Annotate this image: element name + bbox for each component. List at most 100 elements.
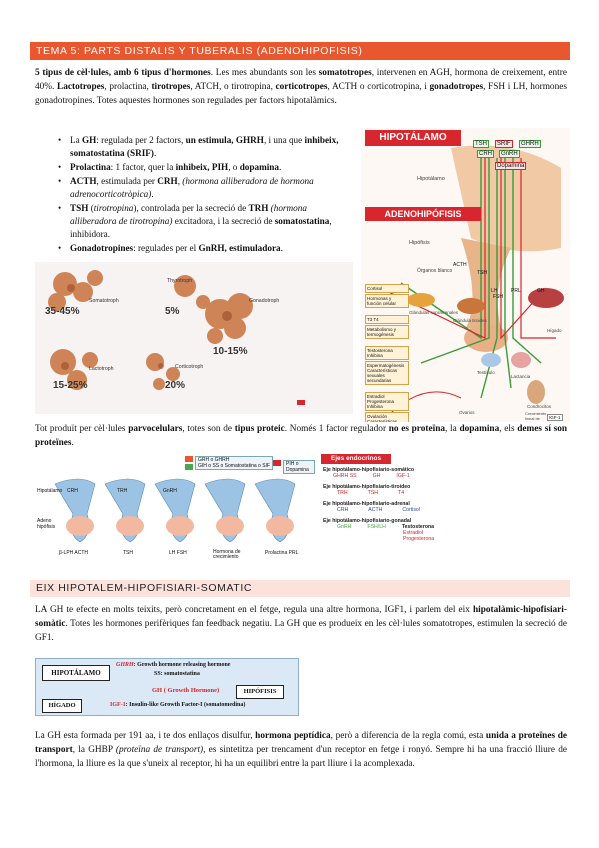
- legend-pih: PIH o Dopamina: [283, 460, 315, 474]
- axis-value: GH: [372, 473, 381, 479]
- label-somatotroph: Somatotroph: [89, 298, 119, 304]
- intro-text: , FSH i LH, hormones gonadotropines. Tot…: [35, 82, 567, 106]
- text: parvocelulars: [128, 424, 183, 434]
- section-header-1: TEMA 5: PARTS DISTALIS Y TUBERALIS (ADEN…: [30, 42, 570, 60]
- intro-text: , ATCH, o tirotropina,: [190, 82, 276, 92]
- box-hipofisis: HIPÓFISIS: [236, 685, 284, 699]
- text: ACTH: [70, 176, 97, 186]
- axis-value: FSH/LH: [367, 524, 386, 530]
- hormone-gnrh-tag: GnRH: [499, 150, 520, 158]
- hormone-tsh-tag: TSH: [473, 140, 489, 148]
- text: (hormona alliberadora de hormona adrenoc…: [70, 176, 314, 199]
- text: (proteïna de transport): [115, 745, 204, 755]
- gh-axis-diagram: HIPOTÁLAMO GHRH: Growth hormone releasin…: [35, 658, 299, 716]
- text: : 1 factor, quer la: [110, 162, 176, 172]
- text: (hormona alliberadora de tirotropina): [70, 203, 307, 226]
- col-gnrh: GnRH: [163, 488, 177, 494]
- text: : Insulin-like Growth Factor-I (somatome…: [125, 702, 246, 708]
- text: GnRH, estimuladora: [198, 243, 281, 253]
- axis-value: CRH: [337, 507, 349, 513]
- text: , però a diferencia de la regla comú, es…: [330, 731, 486, 741]
- label-crecimiento: Crecimiento lineal de órganos: [525, 411, 547, 422]
- gh-label: GH ( Growth Hormone): [152, 687, 220, 694]
- text: TRH: [248, 203, 269, 213]
- label-acth: ACTH: [453, 262, 467, 268]
- text: demes sí son proteïnes: [35, 424, 568, 448]
- text: .: [153, 148, 157, 158]
- axis-value: GHRH SS: [333, 473, 357, 479]
- label-hipotalamo-2: Hipotálamo: [37, 488, 63, 494]
- axis-value: ACTH: [368, 507, 383, 513]
- hormone-bullet-list: La GH: regulada per 2 factors, un estimu…: [56, 134, 354, 256]
- label-corticotroph: Corticotroph: [175, 364, 204, 370]
- intro-text: , ACTH o corticotropina, i: [327, 82, 430, 92]
- box-espermatogenesis: Espermatogénesis Características sexuale…: [365, 361, 409, 385]
- pct-thyrotroph: 5%: [165, 306, 180, 317]
- col-tsh-bottom: TSH: [123, 550, 133, 556]
- axis-name: Eje hipotálamo-hipofisiario-tiroideo: [323, 484, 411, 490]
- axis-value: TRH: [337, 490, 348, 496]
- label-gonadotroph: Gonadotroph: [249, 298, 280, 304]
- text: , estimulada per: [96, 176, 158, 186]
- label-adeno-2: Adeno hipófisis: [37, 518, 56, 530]
- list-item: Prolactina: 1 factor, quer la inhibeix, …: [56, 161, 354, 174]
- col-prl-bottom: Prolactina PRL: [265, 550, 299, 556]
- intro-bold: somatotropes: [318, 68, 372, 78]
- legend-ghrh: GRH o GHRH GIH o SS o Somatostatina o SI…: [195, 456, 273, 470]
- hormone-crh-tag: CRH: [477, 150, 494, 158]
- igf-definition: IGF-1: Insulin-like Growth Factor-I (som…: [110, 702, 245, 708]
- label-prl: PRL: [511, 288, 521, 294]
- pct-lactotroph: 15-25%: [53, 380, 88, 391]
- hormone-srif-tag: SRIF: [495, 140, 513, 148]
- text: , els: [499, 424, 518, 434]
- text: dopamina: [459, 424, 500, 434]
- text: tirotropina: [93, 203, 134, 213]
- label-fsh: FSH: [493, 294, 503, 300]
- box-hipotalamo: HIPOTÁLAMO: [42, 665, 110, 681]
- text: TSH: [70, 203, 89, 213]
- target-boxes: Cortisol Hormonas y función celular T3 T…: [365, 284, 409, 422]
- intro-bold: gonadotropes: [429, 82, 484, 92]
- intro-text: , intervenen en AGH, hormona de creixeme…: [35, 68, 567, 92]
- box-hormonas-funcion: Hormonas y función celular: [365, 294, 409, 308]
- box-testosterona: Testosterona Inhibina: [365, 346, 409, 360]
- intro-bold: Lactotropes: [57, 82, 105, 92]
- axis-value: GnRH: [337, 524, 352, 530]
- intro-bold: tirotropes: [151, 82, 191, 92]
- ejes-title: Ejes endocrinos: [321, 454, 391, 464]
- axis-value: IGF-1: [396, 473, 410, 479]
- text: Gonadotropines: [70, 243, 134, 253]
- list-item: Gonadotropines: regulades per el GnRH, e…: [56, 242, 354, 255]
- text: (: [88, 203, 94, 213]
- ss-definition: SS: somatostatina: [154, 671, 200, 677]
- diagram-art: [375, 145, 564, 422]
- text: : Growth hormone releasing hormone: [133, 662, 231, 668]
- section-header-2: EIX HIPOTALEM-HIPOFISIARI-SOMATIC: [30, 580, 570, 597]
- intro-text: , prolactina,: [104, 82, 152, 92]
- label-glandulas: Glándulas suprarrenales: [409, 310, 459, 315]
- col-lh-fsh-bottom: LH FSH: [169, 550, 187, 556]
- text: excitadora, i la secreció de: [172, 216, 275, 226]
- box-estradiol: Estradiol Progesterona Inhibina: [365, 392, 409, 411]
- col-acth-bottom: β-LPH ACTH: [59, 550, 88, 556]
- text: : regulades per el: [133, 243, 199, 253]
- label-gh: GH: [537, 288, 545, 294]
- text: . Només 1 factor regulador: [284, 424, 389, 434]
- box-metabolismo: Metabolismo y termogénesis: [365, 325, 409, 339]
- text: .: [279, 162, 282, 172]
- text: Prolactina: [70, 162, 111, 172]
- box-ovulacion: Ovulación Características sexuales secun…: [365, 412, 409, 422]
- text: , la: [445, 424, 460, 434]
- text: inhibeix, PIH: [175, 162, 229, 172]
- label-hipotalamo: Hipotálamo: [417, 176, 445, 182]
- label-condrocitos: Condrocitos: [527, 404, 552, 409]
- col-crh: CRH: [67, 488, 78, 494]
- axis-value: Testosterona: [401, 524, 435, 530]
- axis-values: GnRH FSH/LH Testosterona: [323, 524, 471, 530]
- label-ovarios: Ovarios: [459, 410, 475, 415]
- list-item: La GH: regulada per 2 factors, un estimu…: [56, 134, 354, 160]
- text: IGF-1: [110, 702, 126, 708]
- hormone-dopamina-tag: Dopamina: [495, 162, 527, 170]
- text: tipus proteic: [234, 424, 285, 434]
